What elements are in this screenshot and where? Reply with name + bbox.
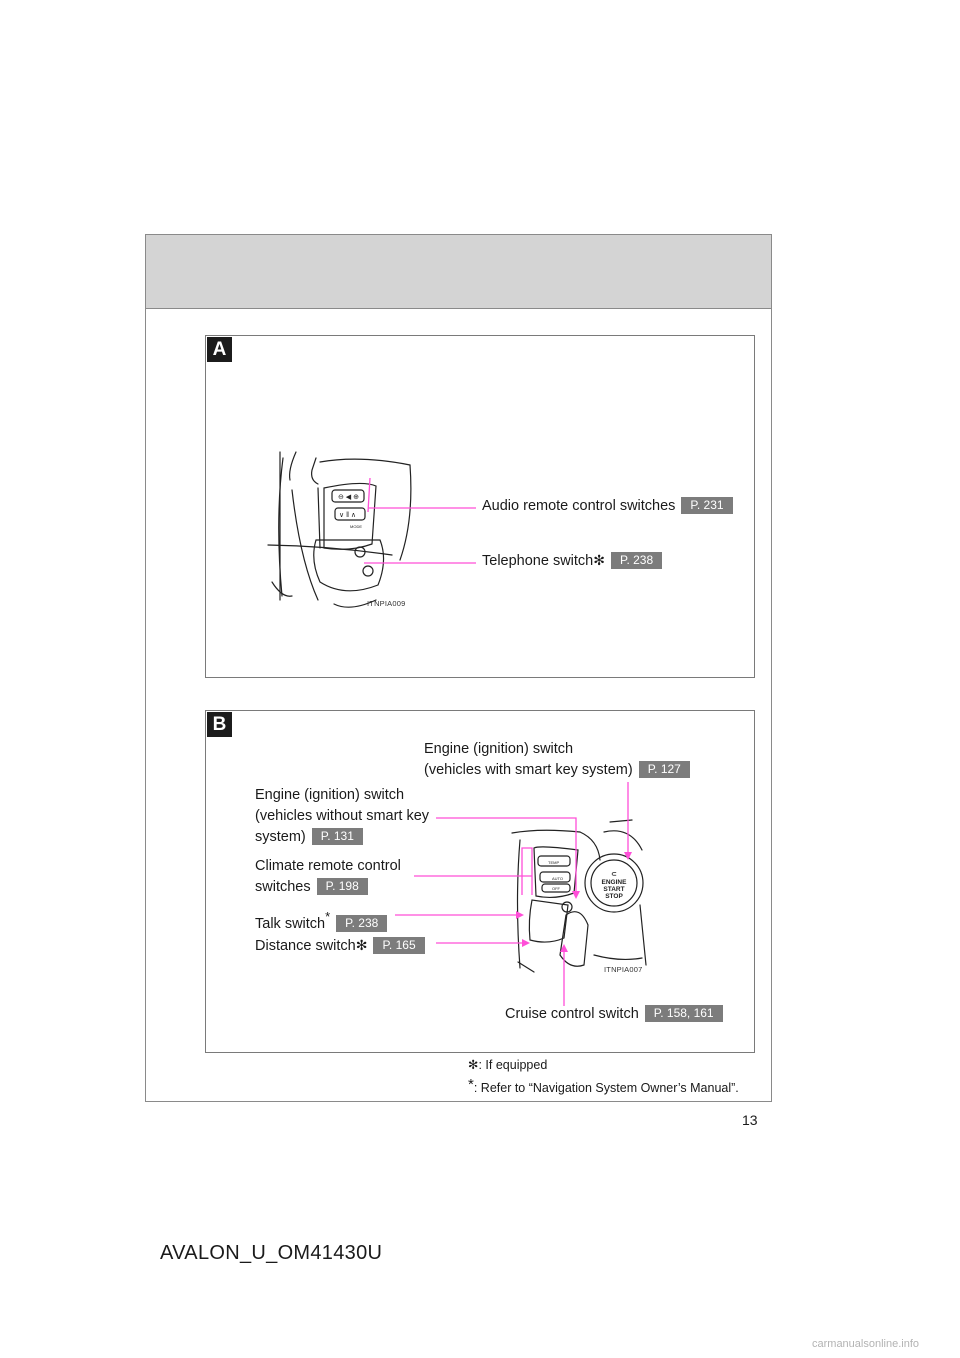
- figure-id-a: ITNPIA009: [367, 599, 406, 608]
- if-equipped-note-mark: ✻: [468, 1058, 479, 1072]
- nav-manual-note: *: Refer to “Navigation System Owner’s M…: [468, 1076, 739, 1097]
- climate-page-badge[interactable]: P. 198: [316, 878, 368, 895]
- if-equipped-mark: ✻: [593, 552, 605, 568]
- cruise-page-badge[interactable]: P. 158, 161: [644, 1005, 723, 1022]
- telephone-switch-label: Telephone switch✻ P. 238: [482, 550, 663, 572]
- climate-remote-label: Climate remote control switches P. 198: [255, 856, 401, 898]
- talk-switch-text: Talk switch: [255, 916, 326, 932]
- page-frame: [145, 234, 772, 1102]
- engine-smart-label: Engine (ignition) switch (vehicles with …: [424, 739, 690, 781]
- engine-nosmart-label: Engine (ignition) switch (vehicles witho…: [255, 785, 429, 848]
- telephone-page-badge[interactable]: P. 238: [610, 552, 663, 569]
- engine-smart-page-badge[interactable]: P. 127: [638, 761, 690, 778]
- engine-smart-line1: Engine (ignition) switch: [424, 741, 574, 757]
- nav-manual-note-mark: *: [468, 1076, 474, 1093]
- nav-manual-note-text: : Refer to “Navigation System Owner’s Ma…: [473, 1081, 739, 1095]
- talk-switch-label: Talk switch* P. 238: [255, 906, 388, 935]
- audio-remote-text: Audio remote control switches: [482, 498, 676, 514]
- engine-smart-line2: (vehicles with smart key system): [424, 762, 633, 778]
- distance-switch-label: Distance switch✻ P. 165: [255, 935, 425, 957]
- cruise-control-text: Cruise control switch: [505, 1006, 639, 1022]
- cruise-control-label: Cruise control switch P. 158, 161: [505, 1004, 723, 1025]
- telephone-switch-text: Telephone switch: [482, 553, 594, 569]
- engine-nosmart-line2: (vehicles without smart key: [255, 808, 430, 824]
- if-equipped-note: ✻: If equipped: [468, 1057, 547, 1074]
- footer-code: AVALON_U_OM41430U: [160, 1242, 383, 1264]
- watermark[interactable]: carmanualsonline.info: [812, 1338, 920, 1350]
- if-equipped-mark: ✻: [355, 937, 368, 953]
- audio-remote-label: Audio remote control switches P. 231: [482, 496, 733, 517]
- page-number: 13: [742, 1112, 758, 1128]
- distance-page-badge[interactable]: P. 165: [373, 937, 425, 954]
- climate-remote-line1: Climate remote control: [255, 858, 401, 874]
- talk-page-badge[interactable]: P. 238: [336, 915, 388, 932]
- engine-nosmart-line1: Engine (ignition) switch: [255, 787, 405, 803]
- distance-switch-text: Distance switch: [255, 938, 356, 954]
- engine-nosmart-line3: system): [255, 829, 306, 845]
- nav-manual-mark: *: [325, 909, 331, 924]
- figure-id-b: ITNPIA007: [604, 965, 643, 974]
- climate-remote-line2: switches: [255, 879, 311, 895]
- header-band: [146, 235, 771, 309]
- panel-a-tag: A: [207, 337, 232, 362]
- panel-b-tag: B: [207, 712, 232, 737]
- engine-nosmart-page-badge[interactable]: P. 131: [311, 828, 363, 845]
- if-equipped-note-text: : If equipped: [478, 1058, 548, 1072]
- audio-page-badge[interactable]: P. 231: [681, 497, 733, 514]
